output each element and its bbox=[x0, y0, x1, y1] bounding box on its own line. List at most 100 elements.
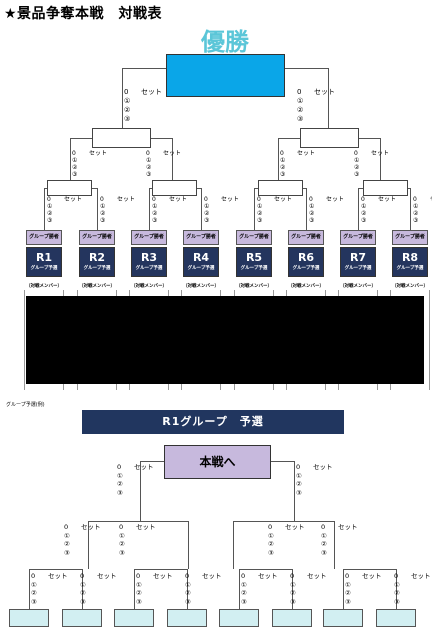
set-label: セット bbox=[326, 196, 345, 203]
champion-box[interactable] bbox=[166, 54, 285, 97]
entrant-box-3[interactable] bbox=[114, 609, 154, 627]
round-mark: ② bbox=[80, 589, 86, 597]
round-mark: 0 bbox=[345, 572, 350, 580]
entrant-box-4[interactable] bbox=[167, 609, 207, 627]
set-label: セット bbox=[313, 463, 333, 471]
bracket-line bbox=[151, 138, 173, 139]
bracket-line bbox=[44, 188, 47, 189]
bracket-line bbox=[122, 68, 123, 128]
bracket-line bbox=[233, 521, 234, 569]
quarterfinal-box-1[interactable] bbox=[47, 180, 92, 196]
round-mark: 0 bbox=[64, 523, 69, 531]
group-winner-tag: グループ勝者 bbox=[236, 230, 272, 245]
round-mark: 0 bbox=[146, 150, 150, 157]
entrant-box-7[interactable] bbox=[323, 609, 363, 627]
round-mark: 0 bbox=[309, 196, 313, 203]
round-mark: ③ bbox=[31, 597, 37, 606]
round-mark: ② bbox=[309, 210, 315, 217]
set-label: セット bbox=[362, 572, 382, 580]
bracket-line bbox=[188, 521, 189, 569]
group-subtitle: グループ予選 bbox=[240, 266, 268, 271]
round-mark: ③ bbox=[185, 597, 191, 606]
set-label: セット bbox=[117, 196, 136, 203]
set-label: セット bbox=[136, 523, 156, 531]
quarterfinal-box-3[interactable] bbox=[258, 180, 303, 196]
round-mark: 0 bbox=[268, 523, 273, 531]
set-label: セット bbox=[411, 572, 431, 580]
quarterfinal-box-4[interactable] bbox=[363, 180, 408, 196]
set-label: セット bbox=[64, 196, 83, 203]
round-mark: 0 bbox=[321, 523, 326, 531]
round-mark: ① bbox=[185, 580, 191, 589]
round-mark: ① bbox=[241, 580, 247, 589]
bracket-line bbox=[29, 569, 82, 570]
set-label: セット bbox=[307, 572, 327, 580]
entrant-box-6[interactable] bbox=[272, 609, 312, 627]
semifinal-box-right[interactable] bbox=[300, 128, 359, 148]
set-label: セット bbox=[430, 196, 432, 203]
entrant-box-5[interactable] bbox=[219, 609, 259, 627]
entrant-box-1[interactable] bbox=[9, 609, 49, 627]
round-mark: 0 bbox=[100, 196, 104, 203]
round-mark: ② bbox=[268, 540, 274, 548]
group-code: R1 bbox=[35, 251, 53, 264]
bracket-line bbox=[380, 138, 381, 180]
bracket-line bbox=[306, 188, 307, 230]
semifinal-box-left[interactable] bbox=[92, 128, 151, 148]
bracket-line bbox=[358, 188, 363, 189]
round-mark: 0 bbox=[290, 572, 295, 580]
round-mark: 0 bbox=[136, 572, 141, 580]
round-mark: 0 bbox=[241, 572, 246, 580]
entrant-box-2[interactable] bbox=[62, 609, 102, 627]
round-mark: 0 bbox=[394, 572, 399, 580]
quarterfinal-box-2[interactable] bbox=[152, 180, 197, 196]
set-label: セット bbox=[97, 572, 117, 580]
round-mark: ② bbox=[345, 589, 351, 597]
set-label: セット bbox=[314, 88, 335, 96]
group-winner-tag: グループ勝者 bbox=[183, 230, 219, 245]
member-label: （対戦メンバー） bbox=[392, 284, 428, 289]
advance-box[interactable]: 本戦へ bbox=[164, 445, 271, 479]
bracket-line bbox=[239, 569, 240, 609]
round-mark: 0 bbox=[80, 572, 85, 580]
bracket-line bbox=[187, 569, 188, 609]
bracket-line bbox=[92, 188, 97, 189]
entrant-box-8[interactable] bbox=[376, 609, 416, 627]
